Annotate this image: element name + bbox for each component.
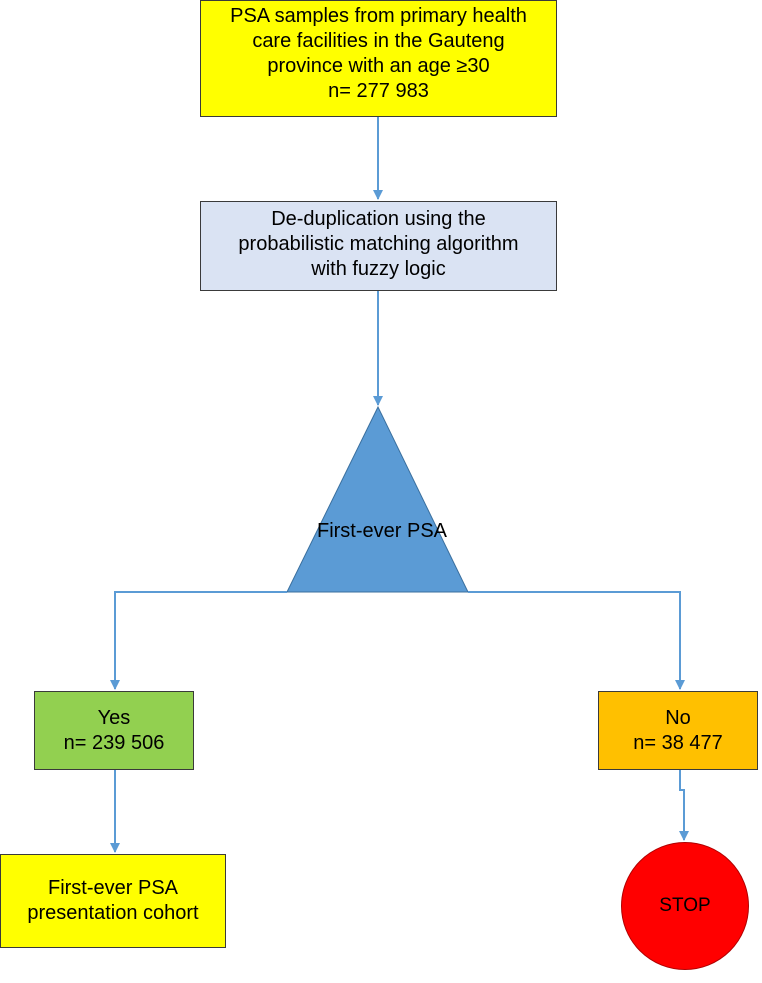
psa-samples-line-2: care facilities in the Gauteng — [252, 30, 505, 52]
psa-samples-count: n= 277 983 — [328, 80, 429, 102]
arrow-decision-to-no — [468, 591, 685, 690]
no-box: No n= 38 477 — [598, 691, 758, 770]
no-label: No — [665, 706, 691, 729]
psa-samples-line-1: PSA samples from primary health — [230, 5, 527, 27]
deduplication-line-3: with fuzzy logic — [311, 258, 446, 280]
yes-count: n= 239 506 — [63, 731, 165, 754]
stop-label: STOP — [659, 895, 711, 916]
arrow-no-to-stop — [679, 770, 689, 841]
no-count: n= 38 477 — [633, 731, 723, 754]
decision-triangle — [286, 405, 469, 593]
psa-samples-line-3: province with an age ≥30 — [267, 55, 490, 77]
cohort-line-1: First-ever PSA — [47, 877, 179, 899]
stop-circle: STOP — [621, 842, 749, 970]
decision-label: First-ever PSA — [316, 520, 448, 542]
deduplication-box: De-duplication using the probabilistic m… — [200, 201, 557, 291]
cohort-line-2: presentation cohort — [27, 902, 199, 924]
cohort-box: First-ever PSA presentation cohort — [0, 854, 226, 948]
arrow-decision-to-yes — [110, 591, 287, 690]
psa-samples-box: PSA samples from primary health care fac… — [200, 0, 557, 117]
deduplication-line-2: probabilistic matching algorithm — [238, 233, 519, 255]
deduplication-line-1: De-duplication using the — [271, 208, 486, 230]
yes-box: Yes n= 239 506 — [34, 691, 194, 770]
yes-label: Yes — [97, 706, 131, 729]
